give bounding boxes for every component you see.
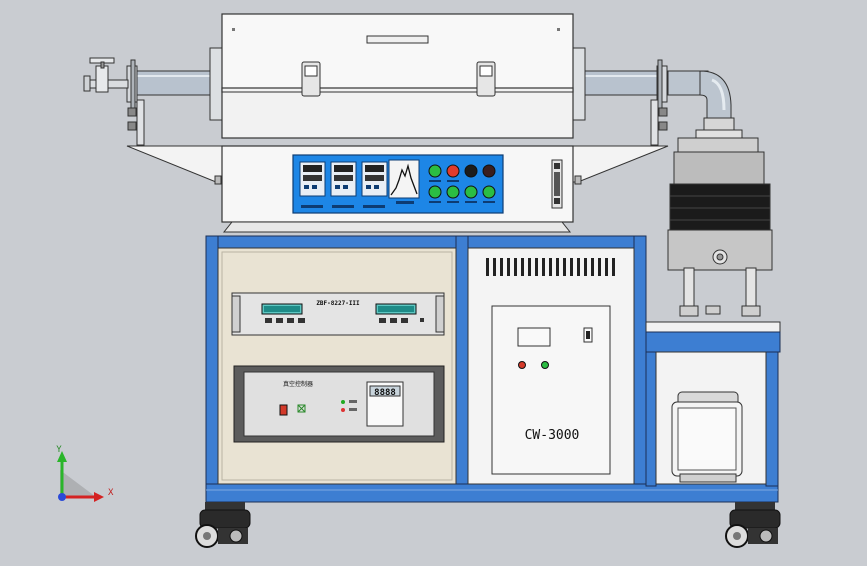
backing-pump <box>671 391 743 483</box>
inlet-pipe <box>134 70 219 96</box>
x-axis-label: X <box>108 488 114 498</box>
temperature-control-panel <box>292 154 504 214</box>
y-axis-label: Y <box>56 445 62 455</box>
flowmeter-model-label: ZBF-8227-III <box>316 300 360 307</box>
tube-furnace <box>209 13 586 139</box>
coordinate-triad: Y X <box>56 445 114 502</box>
temperature-curve-plate <box>388 159 420 204</box>
caster-right <box>725 502 781 548</box>
vacuum-controller-title: 真空控制器 <box>283 380 313 388</box>
left-tube-support <box>127 99 145 146</box>
chiller-vent-grille <box>486 258 615 276</box>
right-tube-support <box>650 99 668 146</box>
molecular-pump <box>667 117 773 317</box>
furnace-base-skirt <box>126 145 669 185</box>
water-chiller: CW-3000 <box>467 247 635 485</box>
caster-left <box>195 502 251 548</box>
temperature-controller-1 <box>299 161 326 197</box>
vacuum-gauge-readout: 8888 <box>374 388 396 398</box>
vacuum-controller-unit: 真空控制器 8888 <box>233 365 445 443</box>
temperature-controller-3 <box>361 161 388 197</box>
temperature-controller-2 <box>330 161 357 197</box>
cart-frame <box>205 235 779 503</box>
indicator-lights <box>428 164 496 203</box>
inlet-valve <box>83 57 129 93</box>
mass-flowmeter-unit: ZBF-8227-III <box>231 292 445 336</box>
chiller-model-label: CW-3000 <box>525 428 580 443</box>
